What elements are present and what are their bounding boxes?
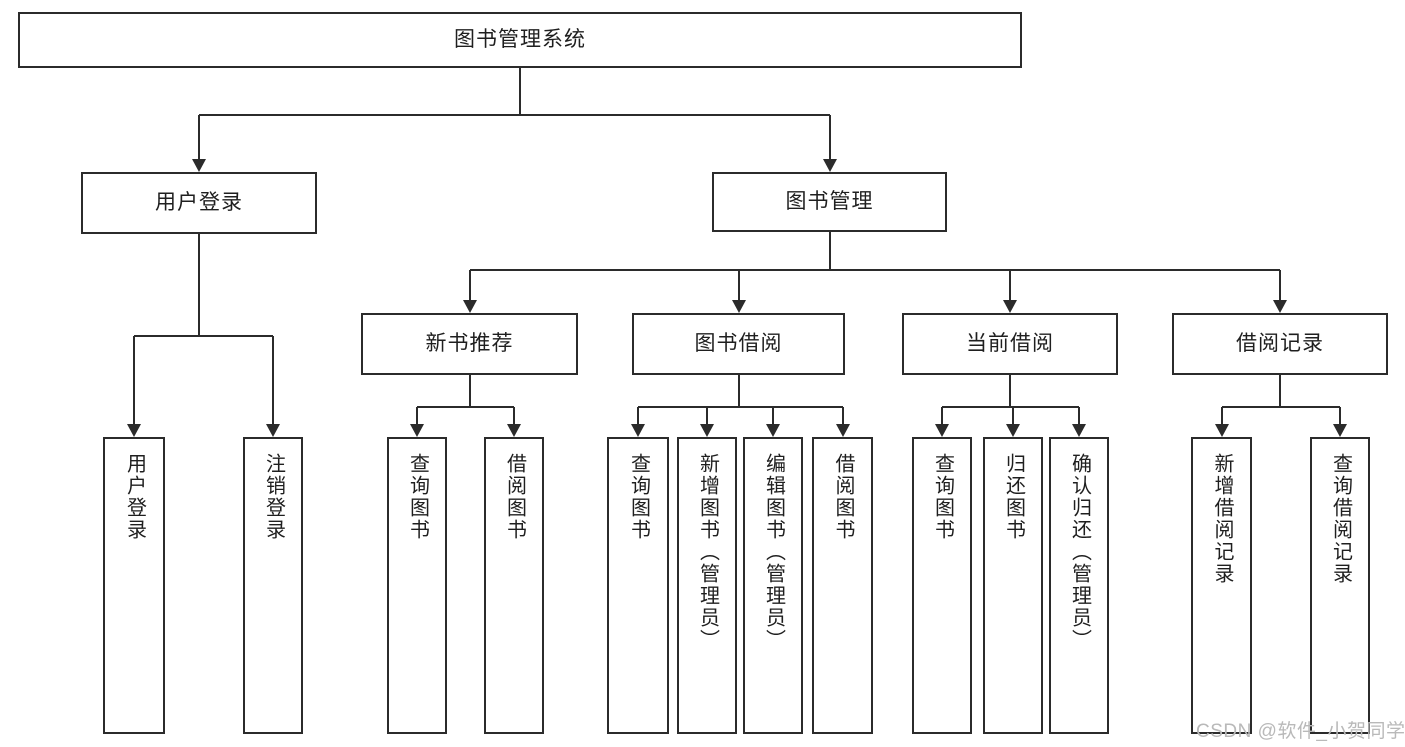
connector-root-bus <box>199 114 830 116</box>
arrow-bookmgmt-to-level2-2 <box>732 300 746 313</box>
node-label-vertical: 查询图书 <box>931 453 954 541</box>
connector-userlogin-stem <box>198 234 200 336</box>
connector-newbook-stem <box>469 375 471 407</box>
connector-borrow-stem <box>738 375 740 407</box>
connector-bookmgmt-stem <box>829 232 831 270</box>
node-level2-4[interactable]: 借阅记录 <box>1172 313 1388 375</box>
connector-userlogin-bus <box>134 335 273 337</box>
arrow-newbook-to-leaf-1 <box>410 424 424 437</box>
connector-root-to-level1-1 <box>198 115 200 159</box>
node-label-vertical: 归还图书 <box>1002 453 1025 541</box>
arrow-newbook-to-leaf-2 <box>507 424 521 437</box>
node-leaf-12[interactable]: 新增借阅记录 <box>1191 437 1252 734</box>
node-label-vertical: 确认归还（管理员） <box>1068 453 1091 651</box>
node-level2-1[interactable]: 新书推荐 <box>361 313 578 375</box>
connector-borrow-bus <box>638 406 843 408</box>
node-leaf-5[interactable]: 查询图书 <box>607 437 669 734</box>
node-label-vertical: 查询借阅记录 <box>1329 453 1352 585</box>
connector-record-bus <box>1222 406 1340 408</box>
arrow-bookmgmt-to-level2-3 <box>1003 300 1017 313</box>
arrow-record-to-leaf-2 <box>1333 424 1347 437</box>
connector-current-to-leaf-3 <box>1078 407 1080 424</box>
node-label: 图书管理系统 <box>454 28 586 52</box>
node-leaf-10[interactable]: 归还图书 <box>983 437 1043 734</box>
node-leaf-6[interactable]: 新增图书（管理员） <box>677 437 737 734</box>
connector-record-to-leaf-1 <box>1221 407 1223 424</box>
arrow-userlogin-to-leaf-1 <box>127 424 141 437</box>
connector-current-bus <box>942 406 1079 408</box>
arrow-record-to-leaf-1 <box>1215 424 1229 437</box>
connector-record-to-leaf-2 <box>1339 407 1341 424</box>
node-label-vertical: 新增借阅记录 <box>1211 453 1233 585</box>
node-leaf-2[interactable]: 注销登录 <box>243 437 303 734</box>
connector-current-to-leaf-1 <box>941 407 943 424</box>
arrow-borrow-to-leaf-1 <box>631 424 645 437</box>
connector-root-stem <box>519 68 521 115</box>
connector-userlogin-to-leaf-1 <box>133 336 135 424</box>
node-label-vertical: 查询图书 <box>627 453 650 541</box>
node-leaf-8[interactable]: 借阅图书 <box>812 437 873 734</box>
connector-userlogin-to-leaf-2 <box>272 336 274 424</box>
connector-borrow-to-leaf-4 <box>842 407 844 424</box>
arrow-current-to-leaf-3 <box>1072 424 1086 437</box>
node-leaf-9[interactable]: 查询图书 <box>912 437 972 734</box>
node-label-vertical: 借阅图书 <box>832 453 854 541</box>
node-label-vertical: 编辑图书（管理员） <box>762 453 785 651</box>
arrow-root-to-level1-2 <box>823 159 837 172</box>
arrow-root-to-level1-1 <box>192 159 206 172</box>
node-label-vertical: 新增图书（管理员） <box>696 453 719 651</box>
node-label: 图书借阅 <box>694 332 783 356</box>
node-label-vertical: 借阅图书 <box>503 453 526 541</box>
connector-newbook-bus <box>417 406 514 408</box>
node-label: 新书推荐 <box>425 332 514 356</box>
node-label: 当前借阅 <box>966 332 1054 356</box>
connector-borrow-to-leaf-1 <box>637 407 639 424</box>
arrow-borrow-to-leaf-2 <box>700 424 714 437</box>
connector-newbook-to-leaf-1 <box>416 407 418 424</box>
node-leaf-11[interactable]: 确认归还（管理员） <box>1049 437 1109 734</box>
node-label-vertical: 注销登录 <box>262 453 285 541</box>
arrow-current-to-leaf-2 <box>1006 424 1020 437</box>
node-level2-3[interactable]: 当前借阅 <box>902 313 1118 375</box>
node-level1-2[interactable]: 图书管理 <box>712 172 947 232</box>
node-leaf-1[interactable]: 用户登录 <box>103 437 165 734</box>
node-leaf-4[interactable]: 借阅图书 <box>484 437 544 734</box>
arrow-borrow-to-leaf-4 <box>836 424 850 437</box>
node-leaf-3[interactable]: 查询图书 <box>387 437 447 734</box>
node-root-book-management-system[interactable]: 图书管理系统 <box>18 12 1022 68</box>
node-leaf-13[interactable]: 查询借阅记录 <box>1310 437 1370 734</box>
node-leaf-7[interactable]: 编辑图书（管理员） <box>743 437 803 734</box>
connector-borrow-to-leaf-2 <box>706 407 708 424</box>
connector-current-to-leaf-2 <box>1012 407 1014 424</box>
arrow-current-to-leaf-1 <box>935 424 949 437</box>
node-label-vertical: 查询图书 <box>406 453 429 541</box>
connector-root-to-level1-2 <box>829 115 831 159</box>
arrow-borrow-to-leaf-3 <box>766 424 780 437</box>
connector-bookmgmt-to-level2-1 <box>469 270 471 300</box>
arrow-bookmgmt-to-level2-1 <box>463 300 477 313</box>
node-label-vertical: 用户登录 <box>123 453 146 541</box>
node-label: 图书管理 <box>785 190 874 214</box>
connector-bookmgmt-to-level2-3 <box>1009 270 1011 300</box>
connector-current-stem <box>1009 375 1011 407</box>
node-label: 借阅记录 <box>1236 332 1324 356</box>
arrow-userlogin-to-leaf-2 <box>266 424 280 437</box>
connector-newbook-to-leaf-2 <box>513 407 515 424</box>
node-level1-1[interactable]: 用户登录 <box>81 172 317 234</box>
node-label: 用户登录 <box>155 191 243 215</box>
node-level2-2[interactable]: 图书借阅 <box>632 313 845 375</box>
connector-bookmgmt-to-level2-2 <box>738 270 740 300</box>
connector-bookmgmt-bus <box>470 269 1280 271</box>
connector-borrow-to-leaf-3 <box>772 407 774 424</box>
arrow-bookmgmt-to-level2-4 <box>1273 300 1287 313</box>
connector-record-stem <box>1279 375 1281 407</box>
connector-bookmgmt-to-level2-4 <box>1279 270 1281 300</box>
